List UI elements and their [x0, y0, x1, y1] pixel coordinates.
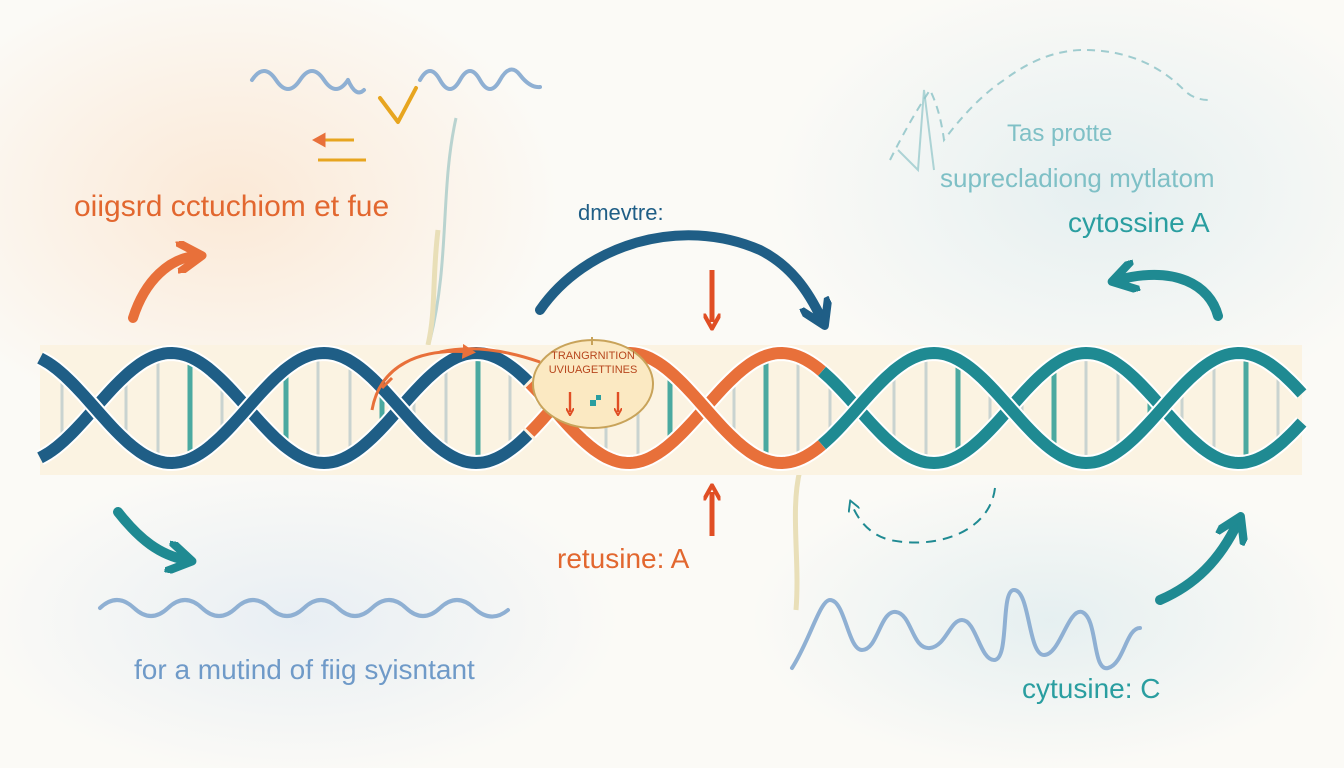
arc-arrow-icon	[370, 343, 476, 411]
annotation-blue-bottom: for a mutind of fiig syisntant	[134, 654, 475, 685]
base-pair-rungs	[60, 353, 1280, 463]
annotation-teal-line-2: suprecladiong mytlatom	[940, 163, 1215, 193]
callout-text-line-1: TRANGRNITION	[551, 350, 635, 362]
curved-arrow-icon	[535, 230, 822, 320]
annotation-teal-bottom: cytusine: C	[1022, 673, 1161, 704]
rna-strand	[98, 598, 510, 619]
rna-strand	[346, 78, 366, 95]
annotation-teal-line-1: Tas protte	[1007, 120, 1113, 147]
molecule-icon	[590, 395, 601, 406]
background-glow	[0, 460, 620, 768]
background-glow	[770, 0, 1344, 410]
helix-strand-back	[525, 346, 826, 470]
helix-strand-back	[818, 346, 1307, 470]
stem-line	[428, 117, 458, 341]
curved-arrow-icon	[1118, 275, 1223, 321]
faded-wave	[889, 48, 1210, 161]
annotation-blue-top: dmevtre:	[578, 200, 664, 225]
cut-site-marker	[378, 86, 418, 124]
stem-line	[425, 229, 441, 346]
curved-arrow-icon	[128, 256, 196, 323]
curved-arrow-icon	[1155, 522, 1238, 605]
annotation-teal-line-3: cytossine A	[1068, 207, 1210, 238]
curved-arrow-icon	[113, 507, 186, 560]
rna-strand	[418, 67, 542, 91]
annotation-orange-left: oiigsrd cctuchiom et fue	[74, 190, 390, 223]
annotation-orange-bottom: retusine: A	[557, 543, 690, 574]
callout-text-line-2: UVIUAGETTINES	[548, 364, 638, 376]
background-glow	[0, 0, 560, 430]
dna-double-helix	[36, 344, 1308, 472]
stem-line	[792, 469, 803, 611]
rna-strand	[790, 587, 1142, 671]
faded-wave	[897, 89, 935, 173]
arc-arrow-tip	[380, 376, 394, 390]
arc-arrow-icon	[439, 347, 541, 364]
helix-strand-front	[818, 346, 1307, 470]
rna-strand	[250, 69, 350, 91]
background-glow	[750, 470, 1344, 768]
helix-strand-front	[37, 346, 533, 470]
helix-strand-back	[37, 346, 533, 470]
